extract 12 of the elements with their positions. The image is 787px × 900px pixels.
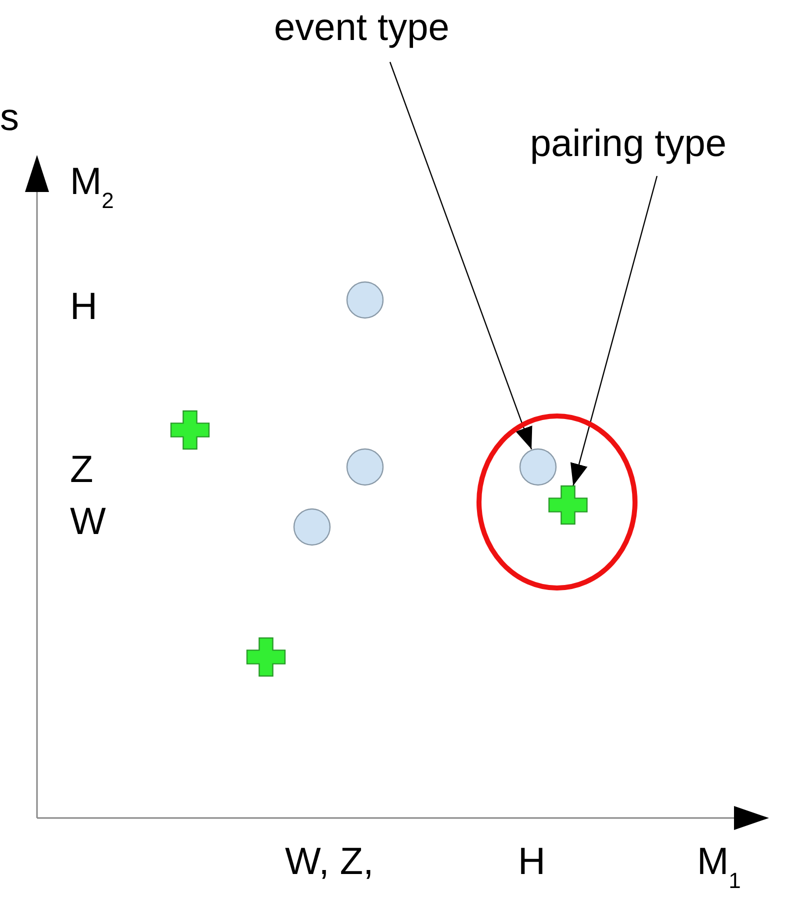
- axis-label: H: [518, 840, 546, 884]
- axis-label: W, Z,: [285, 840, 374, 884]
- callout-label: event type: [274, 6, 450, 50]
- axis-label: s: [0, 96, 19, 140]
- callout-label: pairing type: [530, 122, 726, 166]
- leader-line: [570, 176, 658, 486]
- axis-label: W: [70, 500, 106, 544]
- axis-label: Z: [70, 448, 94, 492]
- axis-label: H: [70, 285, 98, 329]
- axis-label: M$_{1}$: [697, 840, 741, 895]
- leader-line: [389, 62, 532, 450]
- axis-label: M$_{2}$: [70, 160, 114, 215]
